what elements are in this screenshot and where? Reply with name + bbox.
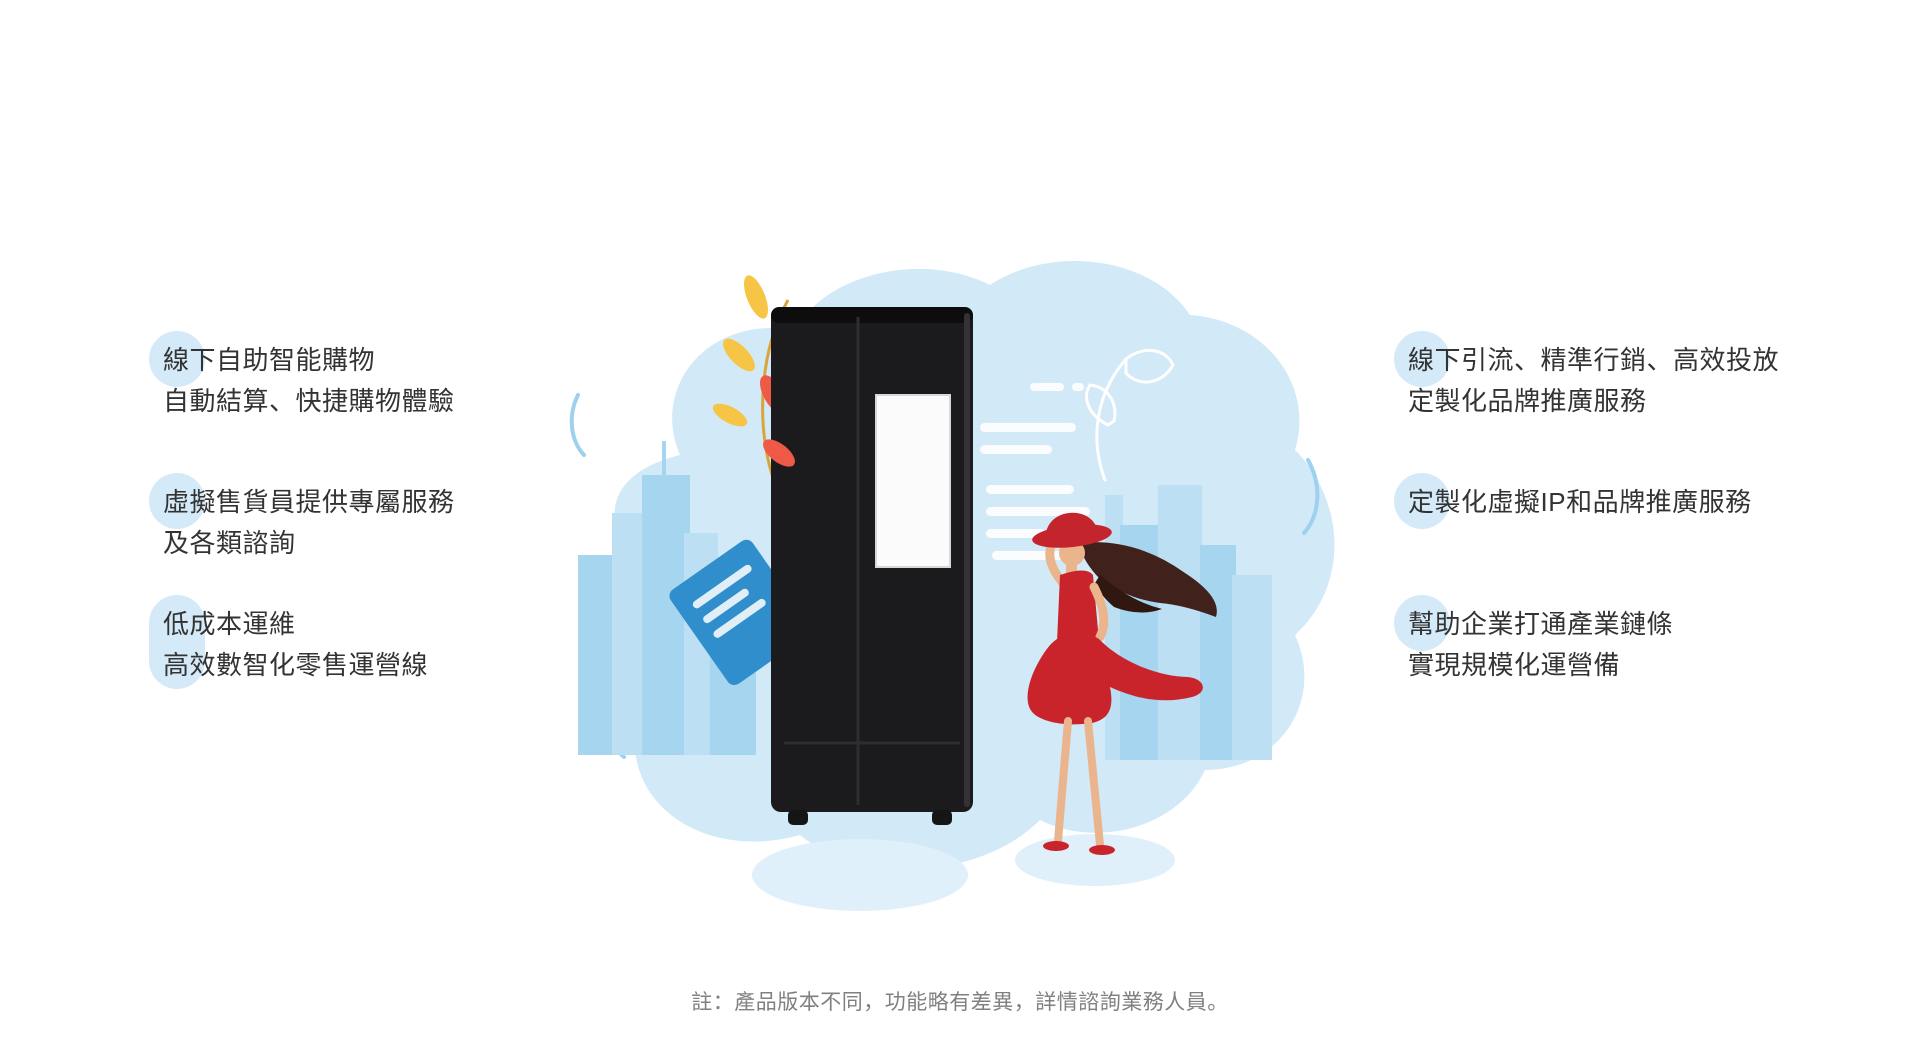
woman-ground-shadow: [1015, 834, 1175, 886]
woman-arm-down: [1089, 582, 1109, 642]
kiosk-screen: [875, 394, 951, 568]
kiosk-edge-highlight: [964, 313, 970, 807]
feature-offline-smart-shopping: 線下自助智能購物 自動結算、快捷購物體驗: [149, 331, 455, 422]
feature-line: 定製化虛擬IP和品牌推廣服務: [1408, 487, 1752, 517]
woman-hair: [1078, 542, 1217, 617]
kiosk-wheel-left: [788, 810, 808, 825]
feature-industry-chain: 幫助企業打通產業鏈條 實現規模化運營備: [1394, 595, 1674, 686]
feature-line: 實現規模化運營備: [1408, 650, 1621, 680]
feature-offline-marketing: 線下引流、精準行銷、高效投放 定製化品牌推廣服務: [1394, 331, 1780, 422]
feature-line: 虛擬售貨員提供專屬服務: [163, 487, 455, 517]
city-skyline-right: [1105, 485, 1272, 760]
woman-leg-right: [1084, 717, 1104, 849]
kiosk-ground-shadow: [752, 839, 968, 911]
highlight-blob: [149, 595, 205, 689]
woman-figure: [1027, 512, 1217, 855]
highlight-blob: [149, 331, 205, 387]
kiosk-top-cap: [771, 307, 973, 323]
leaf-outline-decor: [1085, 349, 1175, 482]
smart-kiosk-illustration: [569, 261, 1335, 911]
feature-low-cost-ops: 低成本運維 高效數智化零售運營線: [149, 595, 429, 689]
feature-line: 定製化品牌推廣服務: [1408, 386, 1647, 416]
highlight-blob: [1394, 595, 1450, 651]
feature-line: 及各類諮詢: [163, 528, 296, 558]
woman-skirt: [1027, 634, 1203, 725]
leaf-red-front: [763, 439, 795, 467]
highlight-blob: [1394, 473, 1450, 529]
feature-line: 自動結算、快捷購物體驗: [163, 386, 455, 416]
highlight-blob: [1394, 331, 1450, 387]
footnote: 註：產品版本不同，功能略有差異，詳情諮詢業務人員。: [691, 991, 1229, 1014]
feature-line: 低成本運維: [163, 609, 296, 639]
woman-shoe-right: [1089, 845, 1115, 855]
feature-virtual-clerk: 虛擬售貨員提供專屬服務 及各類諮詢: [149, 473, 455, 564]
highlight-blob: [149, 473, 205, 529]
vending-kiosk: [771, 307, 973, 825]
feature-line: 幫助企業打通產業鏈條: [1408, 609, 1674, 639]
woman-neck: [1066, 563, 1077, 576]
feature-line: 高效數智化零售運營線: [163, 650, 429, 680]
woman-hair-strand: [1095, 575, 1162, 613]
feature-line: 線下引流、精準行銷、高效投放: [1408, 345, 1780, 375]
woman-torso: [1057, 570, 1099, 649]
kiosk-wheel-right: [932, 810, 952, 825]
woman-leg-left: [1054, 717, 1072, 845]
woman-shoe-left: [1043, 841, 1069, 851]
text-lines-decor: [980, 383, 1090, 560]
woman-hat-brim: [1032, 524, 1112, 548]
feature-custom-virtual-ip: 定製化虛擬IP和品牌推廣服務: [1394, 473, 1752, 529]
feature-line: 線下自助智能購物: [163, 345, 376, 375]
